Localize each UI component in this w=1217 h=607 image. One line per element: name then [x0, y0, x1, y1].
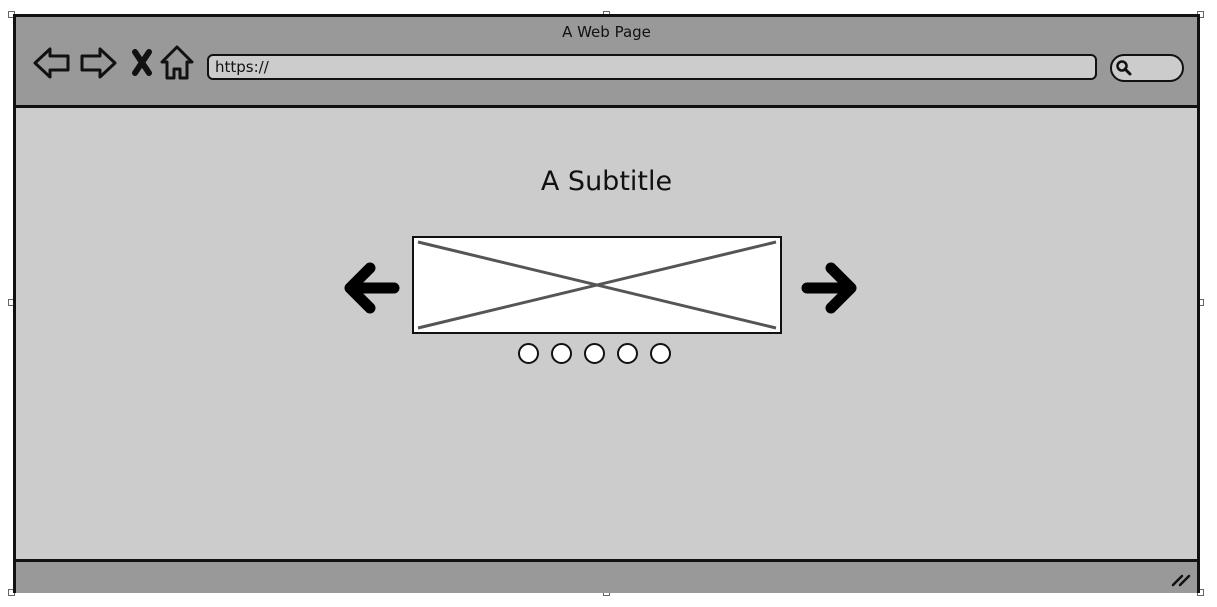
carousel-pagination [518, 343, 678, 365]
page-subtitle: A Subtitle [540, 166, 673, 197]
resize-grip-icon[interactable] [1171, 571, 1191, 587]
carousel-dot[interactable] [518, 343, 539, 364]
status-bar [16, 559, 1197, 593]
url-input[interactable]: https:// [207, 54, 1097, 80]
right-arrow-icon [801, 262, 857, 314]
carousel-dot[interactable] [617, 343, 639, 364]
search-input[interactable] [1110, 54, 1184, 82]
carousel-dot[interactable] [584, 343, 606, 364]
carousel-dot[interactable] [650, 343, 672, 364]
carousel-prev-button[interactable] [344, 260, 400, 316]
left-arrow-icon [344, 262, 400, 314]
carousel-dot[interactable] [551, 343, 573, 364]
back-arrow-icon[interactable] [32, 43, 72, 83]
forward-arrow-icon[interactable] [78, 43, 118, 83]
home-icon[interactable] [157, 43, 197, 83]
browser-window: A Web Page https:// A Subtitle [13, 14, 1200, 593]
carousel-image-placeholder [412, 236, 782, 334]
carousel-next-button[interactable] [801, 260, 857, 316]
close-x-icon[interactable] [123, 43, 163, 83]
search-icon [1116, 60, 1132, 76]
browser-toolbar: A Web Page https:// [16, 17, 1197, 108]
window-title: A Web Page [562, 23, 651, 41]
page-content: A Subtitle [16, 108, 1197, 559]
